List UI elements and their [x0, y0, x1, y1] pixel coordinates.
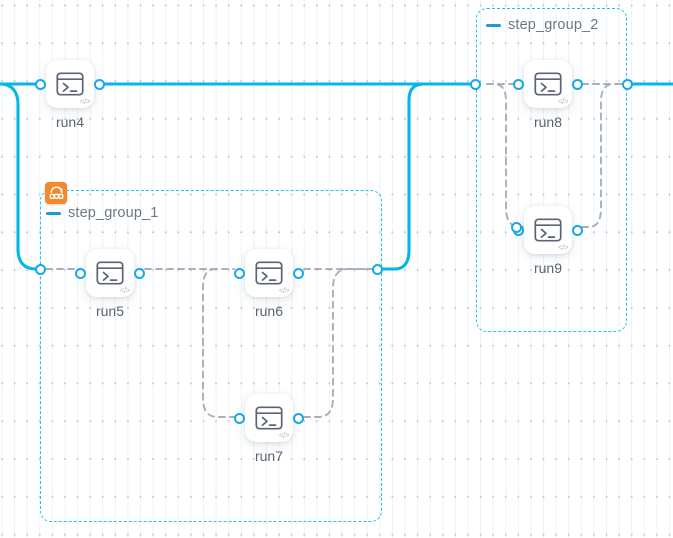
- port-run9-out[interactable]: [572, 224, 583, 236]
- node-card-run7[interactable]: </>: [234, 394, 304, 442]
- group-header-step-group-2[interactable]: step_group_2: [486, 17, 599, 33]
- terminal-icon: [534, 72, 562, 96]
- node-label-run4: run4: [55, 114, 85, 130]
- node-run9[interactable]: </> run9: [513, 206, 583, 276]
- group-box-step-group-1[interactable]: [40, 190, 382, 522]
- node-run5[interactable]: </> run5: [75, 249, 145, 319]
- node-label-run7: run7: [254, 448, 284, 464]
- port-run4-out[interactable]: [94, 78, 105, 90]
- group-title-step-group-2: step_group_2: [508, 17, 599, 33]
- port-run4-in[interactable]: [35, 78, 46, 90]
- port-run5-in[interactable]: [75, 267, 86, 279]
- code-icon: </>: [278, 286, 290, 295]
- node-card-run8[interactable]: </>: [513, 60, 583, 108]
- code-icon: </>: [79, 97, 91, 106]
- port-run8-out[interactable]: [572, 78, 583, 90]
- terminal-icon: [96, 261, 124, 285]
- node-card-run4[interactable]: </>: [35, 60, 105, 108]
- code-icon: </>: [119, 286, 131, 295]
- edge-left-down-to-group1-in: [0, 82, 42, 271]
- code-icon: </>: [557, 97, 569, 106]
- port-group2-in[interactable]: [470, 78, 481, 90]
- minus-icon[interactable]: [46, 211, 61, 215]
- node-run4[interactable]: </> run4: [35, 60, 105, 130]
- node-label-run9: run9: [533, 260, 563, 276]
- code-icon: </>: [278, 431, 290, 440]
- node-card-run9[interactable]: </>: [513, 206, 583, 254]
- group-header-step-group-1[interactable]: step_group_1: [46, 205, 159, 221]
- port-run6-out[interactable]: [293, 267, 304, 279]
- node-card-run5[interactable]: </>: [75, 249, 145, 297]
- node-run8[interactable]: </> run8: [513, 60, 583, 130]
- port-group2-run9-in[interactable]: [511, 221, 522, 233]
- node-run6[interactable]: </> run6: [234, 249, 304, 319]
- node-label-run5: run5: [95, 303, 125, 319]
- node-run7[interactable]: </> run7: [234, 394, 304, 464]
- minus-icon[interactable]: [486, 23, 501, 27]
- port-group2-out[interactable]: [622, 78, 633, 90]
- port-run5-out[interactable]: [134, 267, 145, 279]
- group-box-step-group-2[interactable]: [476, 8, 627, 332]
- terminal-icon: [56, 72, 84, 96]
- port-run6-in[interactable]: [234, 267, 245, 279]
- port-run8-in[interactable]: [513, 78, 524, 90]
- port-run7-in[interactable]: [234, 412, 245, 424]
- group-title-step-group-1: step_group_1: [68, 205, 159, 221]
- node-label-run8: run8: [533, 114, 563, 130]
- edge-group1-out-up-to-main: [381, 82, 472, 271]
- port-group1-in[interactable]: [35, 263, 46, 275]
- port-group1-out[interactable]: [372, 263, 383, 275]
- code-icon: </>: [557, 243, 569, 252]
- port-run7-out[interactable]: [293, 412, 304, 424]
- node-label-run6: run6: [254, 303, 284, 319]
- terminal-icon: [255, 261, 283, 285]
- node-card-run6[interactable]: </>: [234, 249, 304, 297]
- terminal-icon: [255, 406, 283, 430]
- terminal-icon: [534, 218, 562, 242]
- group-cluster-icon[interactable]: [45, 182, 67, 204]
